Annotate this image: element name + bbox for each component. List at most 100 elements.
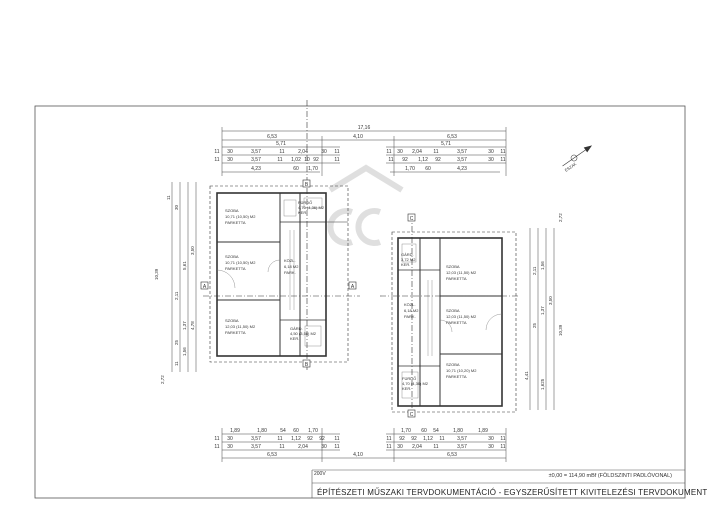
right-side-dimension-text: 2,72 10,39 4,41 1,625 3,50 2,11 1,56 1,3… — [524, 213, 563, 390]
room-floor: PARK. — [404, 314, 416, 319]
dim-label: 92 — [402, 157, 408, 163]
room-floor: KER. — [298, 210, 307, 215]
dim-label: 11 — [433, 149, 438, 155]
dim-top-left-5: 5,71 — [276, 141, 286, 147]
dim-top-right: 6,53 — [447, 134, 457, 140]
dim-label: 11 — [500, 436, 505, 442]
dim-label: 11 — [214, 436, 219, 442]
section-label: A — [351, 284, 355, 290]
section-markers — [200, 100, 520, 418]
dim-label: 1,70 — [405, 166, 415, 172]
dim-label: 30 — [488, 444, 494, 450]
room-area: 6,18 M2 — [404, 308, 419, 313]
dim-label: 11 — [214, 149, 219, 155]
dim-label: 30 — [397, 149, 403, 155]
room-name: SZOBA — [225, 254, 239, 259]
right-unit-room-labels: SZOBA 12,03 (11,50) M2 PARKETTA KÖZL. 6,… — [401, 252, 477, 391]
room-area: 6,18 M2 — [284, 264, 299, 269]
dim-label: 11 — [279, 444, 284, 450]
right-unit-walls — [391, 231, 517, 413]
dim-top-right-5: 5,71 — [441, 141, 451, 147]
dim-label: 11 — [388, 157, 393, 163]
dim-label: 11 — [386, 444, 391, 450]
dim-label: 25 — [532, 322, 537, 328]
dim-label: 2,04 — [412, 149, 422, 155]
room-area: 10,71 (10,20) M2 — [446, 368, 477, 373]
dim-label: 1,37 — [182, 321, 187, 330]
room-floor: PARKETTA — [446, 374, 467, 379]
dim-label: 4,23 — [251, 166, 261, 172]
room-name: SZOBA — [225, 208, 239, 213]
dim-label: 54 — [433, 428, 439, 434]
dim-label: 1,56 — [540, 261, 545, 270]
dim-label: 1,56 — [182, 347, 187, 356]
elevation-note: ±0,00 = 114,90 mBf (FÖLDSZINTI PADLÓVONA… — [548, 473, 672, 479]
north-label: ÉSZAK — [564, 161, 578, 173]
dim-label: 1,70 — [308, 166, 318, 172]
dim-label: 4,23 — [457, 166, 467, 172]
dim-label: 11 — [500, 157, 505, 163]
dim-label: 30 — [174, 204, 179, 210]
dim-label: 2,11 — [174, 291, 179, 300]
dim-label: 11 — [386, 149, 391, 155]
room-area: 10,71 (10,50) M2 — [225, 214, 256, 219]
dim-label: 92 — [411, 436, 417, 442]
dim-label: 10,39 — [558, 324, 563, 336]
dim-top-mid: 4,10 — [353, 134, 363, 140]
dim-label: 11 — [334, 436, 339, 442]
dim-label: 3,57 — [457, 157, 467, 163]
dim-label: 6,53 — [447, 452, 457, 458]
dim-label: 5,61 — [182, 261, 187, 270]
dim-label: 30 — [321, 444, 327, 450]
dim-label: 1,70 — [401, 428, 411, 434]
dim-label: 1,70 — [308, 428, 318, 434]
bottom-dimension-text: 1,89 1,80 54 60 1,70 1,70 60 54 1,80 1,8… — [214, 428, 505, 458]
dim-label: 3,57 — [251, 157, 261, 163]
dim-label: 30 — [227, 444, 233, 450]
room-area: 12,03 (11,50) M2 — [446, 270, 477, 275]
room-name: GÁRD. — [290, 326, 303, 331]
dim-label: 60 — [293, 166, 299, 172]
title-block-code: 200V — [314, 471, 326, 477]
room-area: 3,72 M2 — [401, 257, 416, 262]
dim-label: 25 — [174, 339, 179, 345]
room-floor: PARKETTA — [446, 276, 467, 281]
room-floor: PARKETTA — [446, 320, 467, 325]
section-marker-labels: A A B B C C — [203, 182, 414, 418]
dim-label: 92 — [319, 436, 325, 442]
dim-label: 11 — [174, 361, 179, 366]
room-name: KÖZL. — [284, 258, 296, 263]
dim-label: 11 — [334, 444, 339, 450]
dim-label: 11 — [500, 444, 505, 450]
dim-label: 1,80 — [257, 428, 267, 434]
dim-label: 30 — [397, 444, 403, 450]
top-dimension-text: 17,16 6,53 4,10 6,53 5,71 5,71 11 30 3,5… — [214, 125, 505, 172]
dim-label: 1,12 — [291, 436, 301, 442]
dim-label: 30 — [488, 157, 494, 163]
section-label: C — [410, 412, 414, 418]
dim-label: 11 — [214, 444, 219, 450]
room-name: FÜRDŐ — [298, 200, 312, 205]
room-area: 12,03 (11,50) M2 — [446, 314, 477, 319]
dim-label: 4,10 — [353, 452, 363, 458]
room-name: SZOBA — [225, 318, 239, 323]
dim-label: 3,57 — [457, 149, 467, 155]
dim-label: 30 — [488, 149, 494, 155]
dim-label: 3,57 — [457, 436, 467, 442]
dim-label: 2,04 — [412, 444, 422, 450]
dim-label: 11 — [334, 157, 339, 163]
dim-label: 3,57 — [251, 436, 261, 442]
dim-label: 1,625 — [540, 378, 545, 390]
section-label: A — [203, 284, 207, 290]
dim-label: 30 — [321, 149, 327, 155]
section-label: B — [305, 362, 309, 368]
room-floor: KER. — [290, 336, 299, 341]
dim-label: 10,39 — [154, 268, 159, 280]
dim-label: 3,50 — [190, 246, 195, 255]
dim-label: 60 — [421, 428, 427, 434]
room-name: SZOBA — [446, 308, 460, 313]
dim-label: 92 — [307, 436, 313, 442]
dim-label: 30 — [227, 436, 233, 442]
dim-label: 1,12 — [423, 436, 433, 442]
